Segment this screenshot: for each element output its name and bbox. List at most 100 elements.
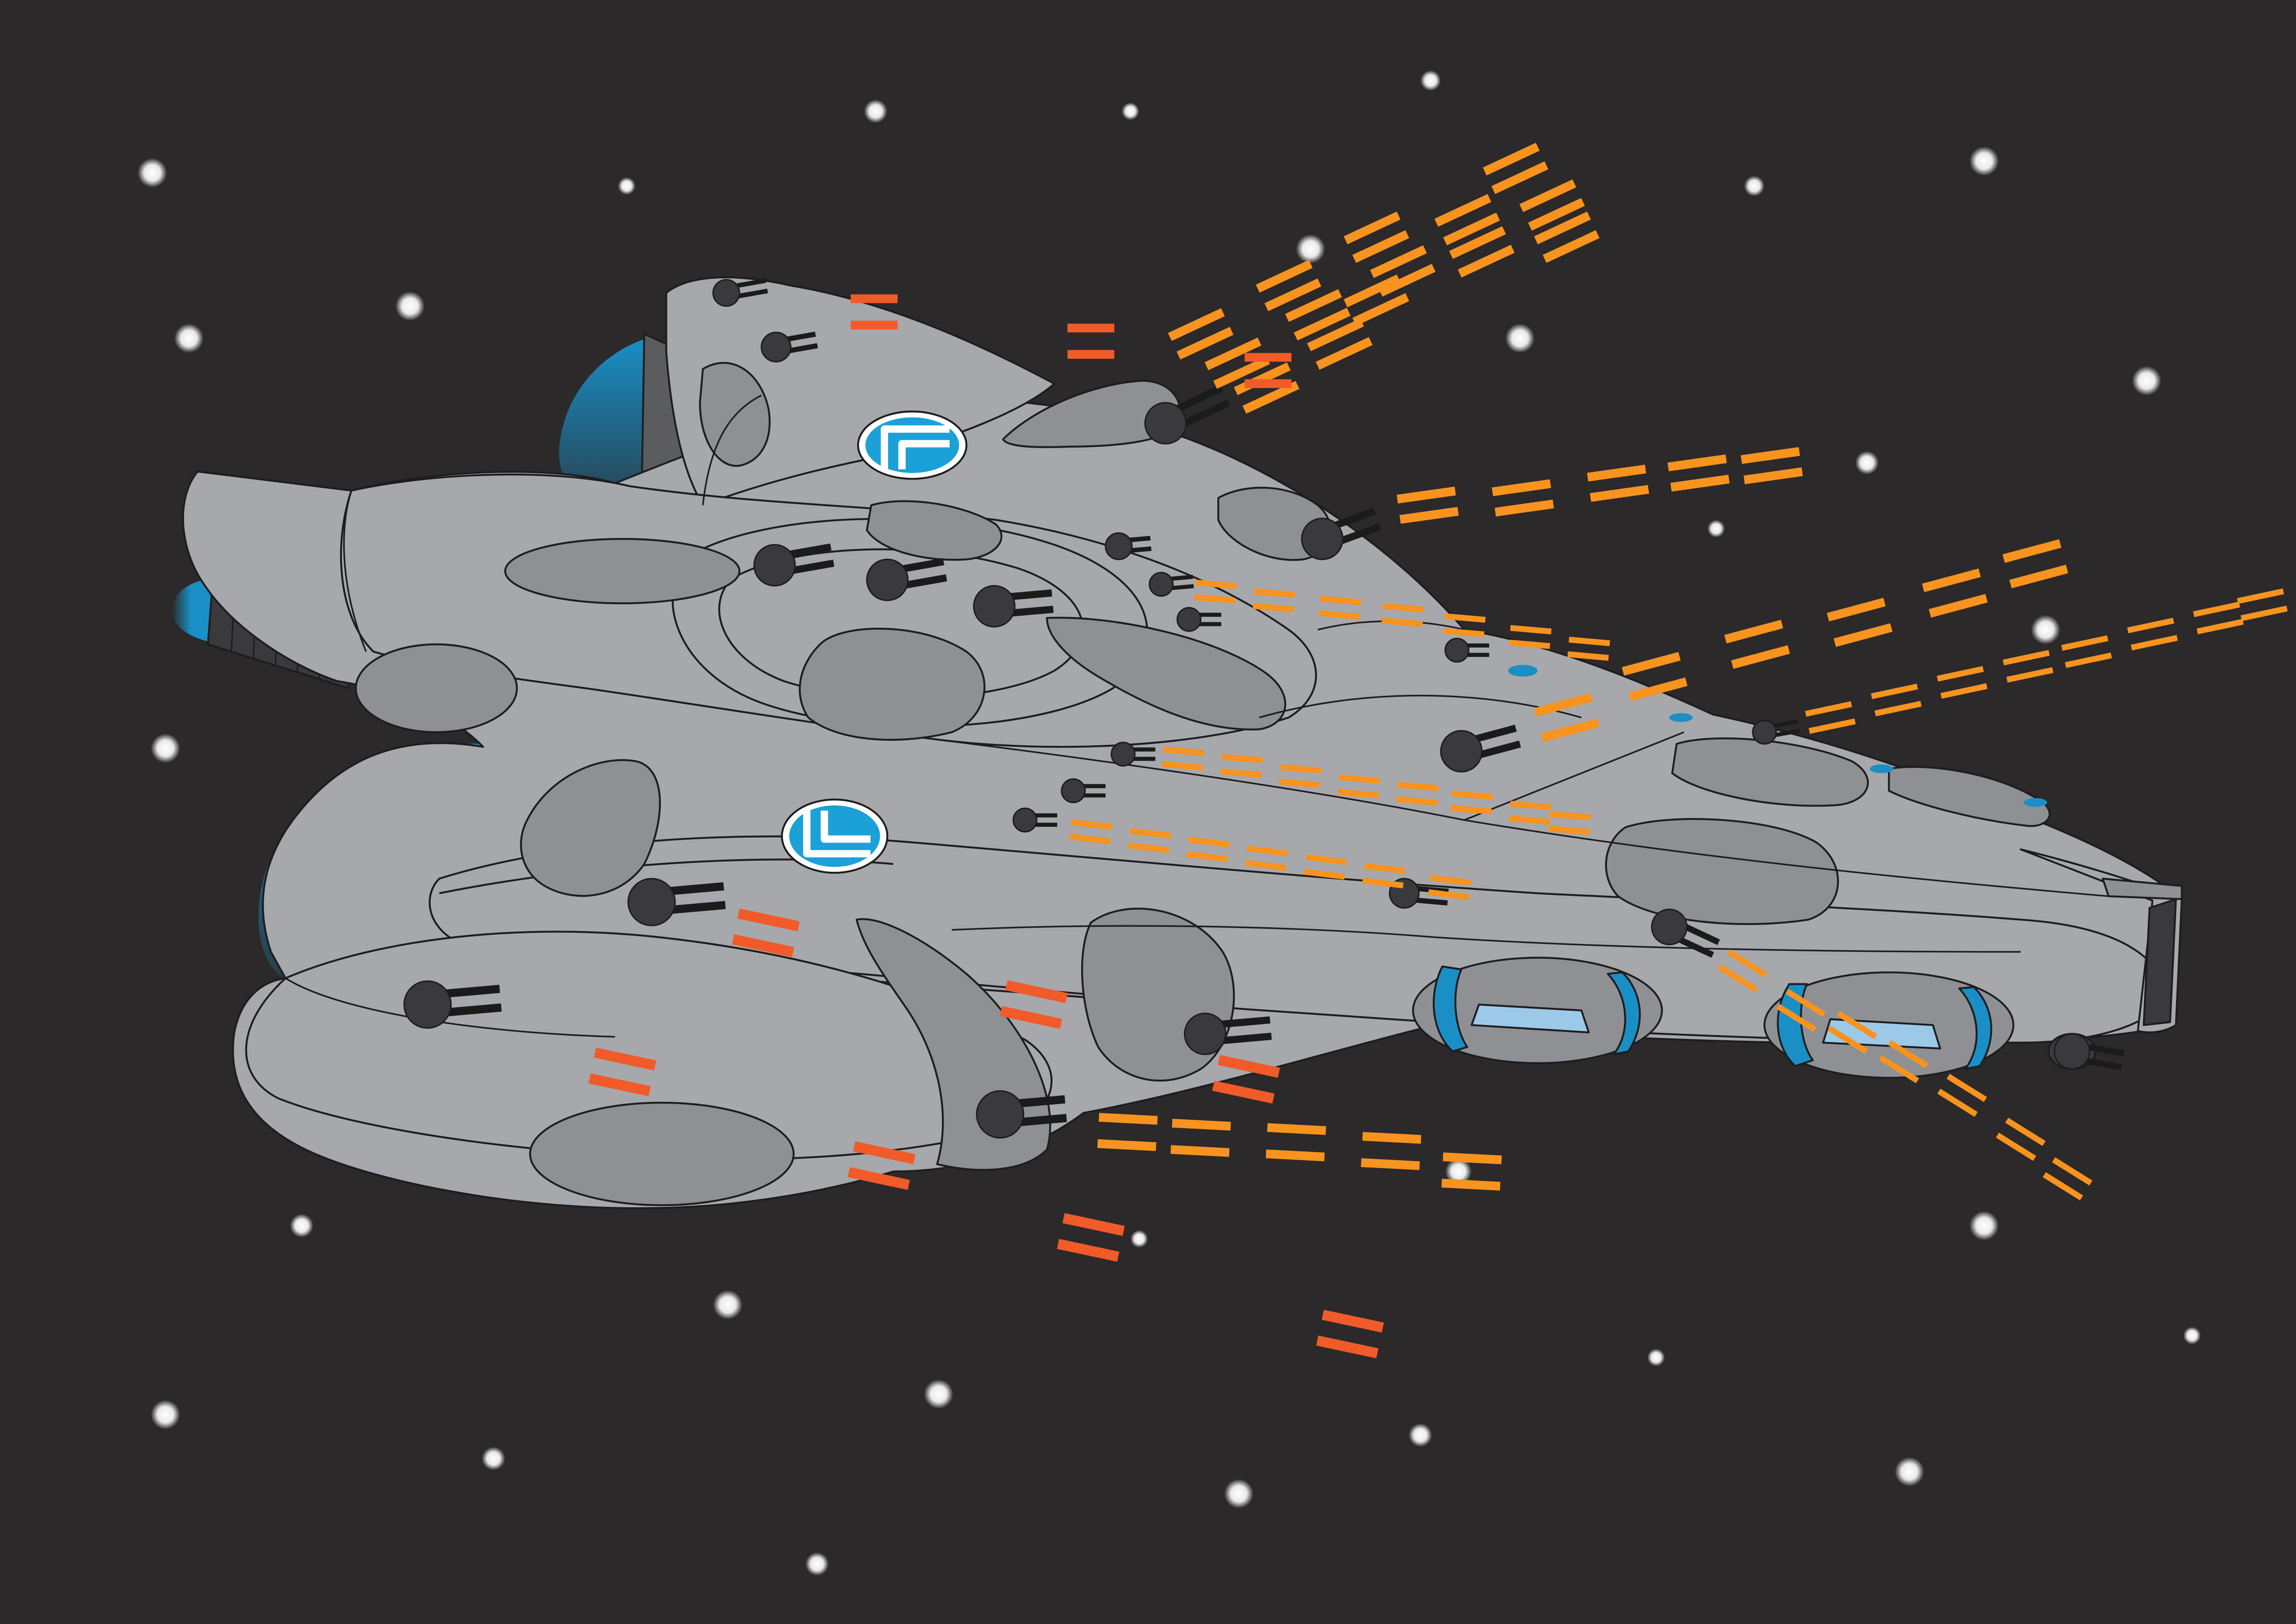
laser-dash: [2193, 601, 2240, 618]
laser-dash: [1204, 337, 1262, 370]
turret: [1184, 1012, 1272, 1056]
laser-bolt: [1428, 874, 1471, 900]
laser-dash: [1170, 1145, 1230, 1157]
laser-dash: [1827, 1025, 1868, 1054]
laser-dash: [1162, 761, 1203, 771]
laser-dash: [1441, 1179, 1500, 1191]
laser-dash: [1399, 507, 1459, 524]
laser-dash: [1319, 595, 1362, 606]
laser-bolt: [1587, 464, 1649, 502]
laser-dash: [1213, 356, 1270, 389]
laser-dash: [1071, 819, 1113, 830]
laser-dash: [2005, 1118, 2046, 1146]
star: [174, 324, 204, 353]
laser-dash: [732, 934, 795, 957]
laser-bolt: [1922, 568, 1988, 618]
star: [864, 100, 888, 123]
laser-dash: [1808, 718, 1856, 734]
laser-dash: [1352, 293, 1409, 326]
deck-panel-front: [865, 500, 1002, 561]
laser-bolt: [1234, 362, 1300, 414]
laser-fire: [588, 143, 2288, 1359]
laser-dash: [1888, 1040, 1929, 1068]
laser-dash: [1307, 318, 1364, 351]
laser-bolt: [1827, 1011, 1877, 1054]
turret-base: [866, 558, 909, 601]
laser-bolt: [1265, 1123, 1326, 1162]
turret-base: [1752, 719, 1777, 745]
turret: [866, 558, 947, 601]
laser-dash: [1541, 718, 1600, 743]
laser-dash: [1724, 619, 1783, 643]
laser-dash: [1212, 1081, 1275, 1104]
laser-bolt: [1534, 212, 1600, 263]
turret: [712, 278, 768, 307]
laser-bolt: [1361, 1132, 1421, 1170]
laser-dash: [1285, 289, 1342, 322]
turret-base: [1144, 402, 1187, 445]
star: [481, 1447, 505, 1470]
laser-dash: [1172, 1118, 1231, 1131]
laser-dash: [2131, 635, 2178, 650]
laser-bolt: [1069, 819, 1113, 845]
laser-bolt: [1449, 226, 1515, 278]
laser-dash: [1220, 768, 1262, 778]
laser-dash: [1254, 588, 1295, 598]
laser-dash: [1397, 781, 1439, 791]
laser-dash: [1234, 362, 1291, 395]
turret-base: [1061, 778, 1086, 804]
laser-dash: [2042, 1172, 2083, 1200]
turret: [1144, 384, 1231, 445]
laser-dash: [1717, 964, 1758, 993]
turret-base: [760, 331, 792, 362]
laser-dash: [1528, 198, 1585, 231]
side-panel-nose: [1888, 766, 2051, 827]
laser-bolt: [1220, 754, 1263, 778]
laser-dash: [1195, 580, 1237, 589]
laser-dash: [847, 1167, 910, 1190]
laser-bolt: [1937, 1074, 1987, 1117]
laser-dash: [1519, 179, 1576, 212]
turret: [1061, 778, 1106, 804]
star: [805, 1552, 829, 1576]
turret-base: [1105, 532, 1133, 560]
laser-dash: [1482, 143, 1540, 176]
laser-dash: [1668, 454, 1727, 471]
laser-dash: [1871, 683, 1918, 700]
laser-dash: [1352, 230, 1409, 263]
turret: [403, 980, 502, 1029]
laser-dash: [1568, 637, 1610, 646]
laser-dash: [1491, 161, 1549, 194]
laser-dash: [1879, 1055, 1919, 1083]
laser-bolt: [2061, 635, 2112, 668]
laser-bolt: [1396, 781, 1439, 806]
laser-dash: [1245, 860, 1287, 871]
star: [1224, 1479, 1254, 1509]
laser-bolt: [1000, 980, 1068, 1029]
laser-dash: [1379, 263, 1436, 297]
laser-dash: [2127, 618, 2174, 633]
laser-bolt: [1344, 212, 1409, 263]
laser-dash: [1731, 645, 1790, 669]
laser-dash: [1443, 1152, 1502, 1164]
laser-bolt: [1805, 701, 1856, 734]
star: [2031, 615, 2060, 644]
laser-dash: [1305, 854, 1347, 865]
laser-dash: [1256, 260, 1313, 293]
laser-bolt: [1717, 949, 1767, 993]
laser-bolt: [1548, 811, 1591, 835]
upper-engine-glow: [559, 337, 652, 516]
star: [924, 1379, 953, 1409]
laser-dash: [1548, 825, 1590, 835]
laser-dash: [737, 908, 800, 931]
laser-bolt: [1318, 595, 1362, 620]
laser-dash: [1776, 1004, 1817, 1032]
laser-dash: [1937, 1088, 1978, 1117]
laser-dash: [1786, 989, 1826, 1018]
laser-dash: [1246, 845, 1288, 856]
laser-dash: [1936, 666, 1984, 682]
laser-dash: [1509, 815, 1550, 825]
laser-dash: [1833, 623, 1893, 647]
laser-bolt: [1194, 580, 1237, 604]
laser-dash: [1805, 701, 1852, 717]
